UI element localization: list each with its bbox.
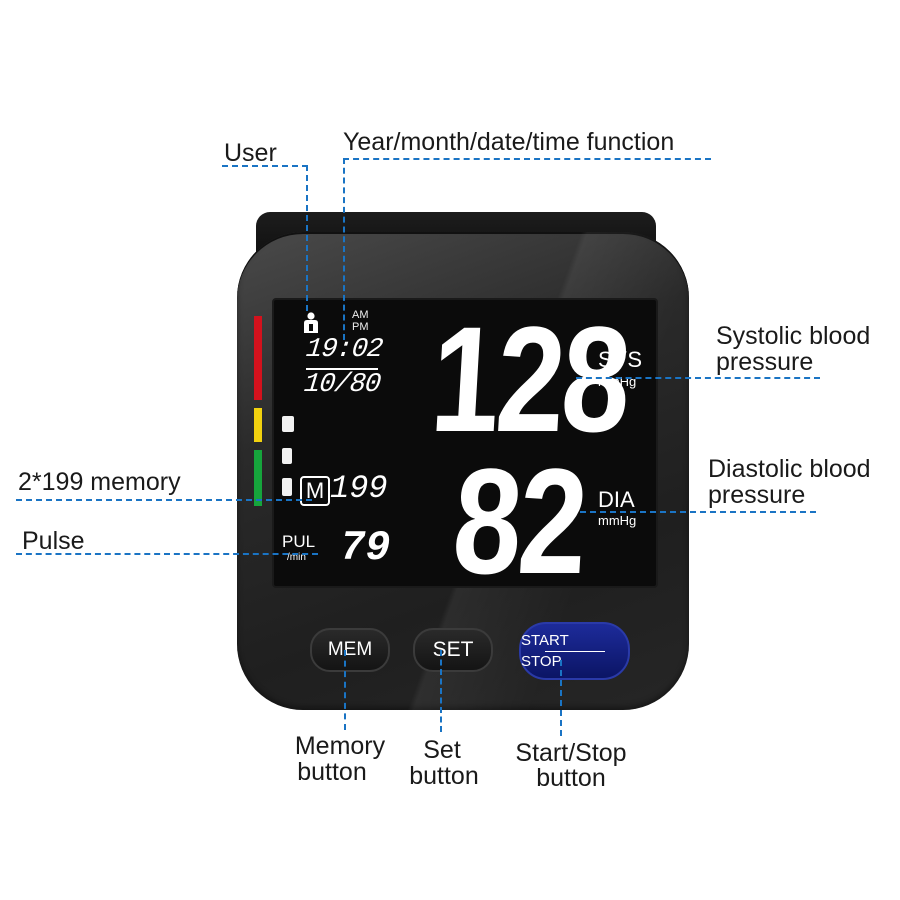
- pulse-label: PUL: [282, 532, 316, 551]
- label-diastolic-1: Diastolic blood: [708, 455, 871, 483]
- label-memory: 2*199 memory: [18, 468, 181, 496]
- pulse-readout: 79: [340, 524, 391, 572]
- label-user: User: [224, 139, 277, 167]
- dia-unit: mmHg: [598, 513, 637, 528]
- leader-mem-button: [344, 650, 346, 730]
- set-button[interactable]: SET: [413, 628, 493, 672]
- user-icon: [304, 312, 318, 333]
- start-stop-divider: [544, 651, 605, 652]
- memory-count: 199: [330, 470, 388, 507]
- date-readout: 10/80: [302, 370, 382, 400]
- leader-datetime-h: [343, 158, 711, 160]
- date-divider: [306, 368, 378, 370]
- level-pointer: [282, 448, 292, 464]
- label-set-button-2: button: [409, 762, 479, 790]
- stop-label: STOP: [521, 653, 562, 670]
- am-indicator: AM: [352, 309, 369, 321]
- lcd-screen: [272, 298, 658, 588]
- start-label: START: [521, 632, 569, 649]
- level-pointer: [282, 416, 294, 432]
- level-bar-yellow: [254, 408, 262, 442]
- level-bar-red: [254, 316, 262, 400]
- label-start-button-1: Start/Stop: [515, 739, 627, 767]
- pulse-unit: /min: [287, 552, 306, 563]
- level-pointer: [282, 478, 292, 496]
- diastolic-readout: 82: [448, 437, 589, 605]
- leader-start-button: [560, 660, 562, 736]
- mem-button[interactable]: MEM: [310, 628, 390, 672]
- label-pulse: Pulse: [22, 527, 85, 555]
- label-start-button-2: button: [536, 764, 606, 792]
- label-systolic-1: Systolic blood: [716, 322, 871, 350]
- leader-memory: [16, 499, 312, 501]
- label-datetime: Year/month/date/time function: [343, 128, 675, 156]
- start-stop-button[interactable]: START STOP: [519, 622, 630, 680]
- label-mem-button-2: button: [297, 758, 367, 786]
- label-set-button-1: Set: [423, 736, 461, 764]
- leader-systolic: [576, 377, 820, 379]
- pm-indicator: PM: [352, 321, 369, 333]
- leader-datetime-v: [343, 158, 345, 340]
- label-mem-button-1: Memory: [294, 732, 386, 760]
- sys-label: SYS: [598, 347, 643, 372]
- leader-set-button: [440, 650, 442, 732]
- memory-icon: M: [300, 476, 330, 506]
- label-systolic-2: pressure: [716, 348, 814, 376]
- level-bar-green: [254, 450, 262, 506]
- leader-diastolic: [580, 511, 816, 513]
- dia-label: DIA: [598, 487, 635, 512]
- leader-user-h: [222, 165, 308, 167]
- leader-user-v: [306, 165, 308, 311]
- label-diastolic-2: pressure: [708, 481, 806, 509]
- leader-pulse: [16, 553, 318, 555]
